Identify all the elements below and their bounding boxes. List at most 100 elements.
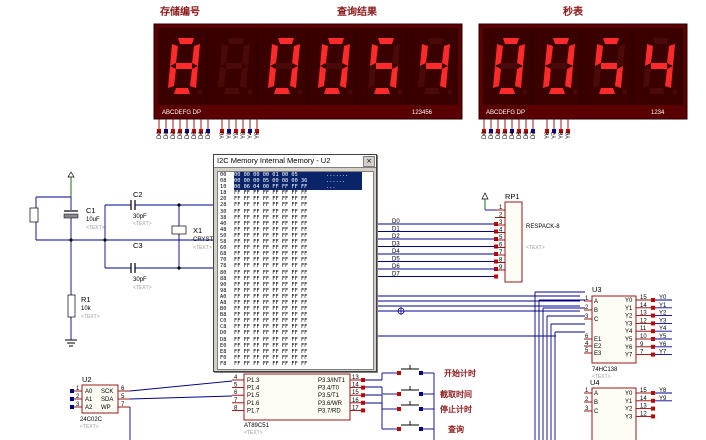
u3-out-pin-number: 13 [640,311,647,317]
mcu-body [243,373,351,421]
main-digit-4 [318,38,353,95]
memory-row-address: 50 [220,232,227,239]
close-icon[interactable]: × [363,156,375,167]
segment-d [374,88,390,94]
stopwatch-digit-label: 1234 [651,110,665,116]
memory-row-hex: FF FF FF FF FF FF FF FF [234,214,308,221]
segment-f [270,44,278,66]
crystal-circuit: C2 30pF <TEXT> C3 30pF <TEXT> X1 CRYSTAL… [103,190,221,291]
segment-g [376,63,392,69]
bus-entry-marker-icon [397,307,405,315]
segment-c [190,66,198,88]
u3-ref: U3 [592,285,602,294]
push-button-3[interactable] [397,401,423,411]
push-button-1[interactable] [397,365,423,375]
u4-out-pin-number: 14 [640,396,647,402]
mcu-right-pin-number: 15 [352,390,359,396]
segment-b [292,44,300,66]
memory-window-titlebar[interactable]: I2C Memory Internal Memory - U2 × [214,155,376,168]
segment-f [495,44,503,66]
memory-row-hex: 00 00 00 05 00 08 00 36 [234,178,322,185]
segment-d [499,88,515,94]
u3-out-pin-number: 7 [640,350,644,356]
push-button-2[interactable] [397,386,423,396]
segment-c [390,66,398,88]
memory-row-address: C0 [220,318,227,325]
memory-row-hex: FF FF FF FF FF FF FF FF [234,245,308,252]
segment-c [440,66,448,88]
memory-row-hex: FF FF FF FF FF FF FF FF [234,263,308,270]
button-group [365,365,435,440]
stopwatch-title: 秒表 [563,5,584,18]
segment-f [320,44,328,66]
memory-row-address: 40 [220,220,227,227]
segment-d [174,88,190,94]
rp1-pin-number: 7 [499,250,503,256]
u3-out-pin-label: Y3 [625,321,633,327]
u4-out-pin-number: 12 [640,411,647,417]
reset-button-icon[interactable] [29,207,39,223]
segment-e [168,66,176,88]
capacitor-c1-icon [63,213,79,219]
memory-row-hex: FF FF FF FF FF FF FF FF [234,226,308,233]
segment-g [276,63,292,69]
u2-text: <TEXT> [80,424,99,430]
memory-row-address: 80 [220,269,227,276]
push-button-4[interactable] [397,421,423,431]
segment-g [551,63,567,69]
u3-out-net-label: Y0 [659,295,667,301]
memory-row-address: 08 [220,178,227,185]
u4-out-pin-label: Y0 [625,391,633,397]
u3-out-net-label: Y7 [659,350,667,356]
segment-a [428,38,444,44]
memory-row-address: 88 [220,275,227,282]
memory-row-address: 98 [220,287,227,294]
main-seven-segment-display[interactable]: ABCDEFG DP 123456 [153,23,463,120]
stopwatch-seven-segment-display[interactable]: ABCDEFG DP 1234 [478,23,688,120]
rp1-pin-number: 8 [499,258,503,264]
pin-net-label: Y7 [552,131,558,139]
main-digit-3 [268,38,303,95]
memory-row-address: 20 [220,196,227,203]
